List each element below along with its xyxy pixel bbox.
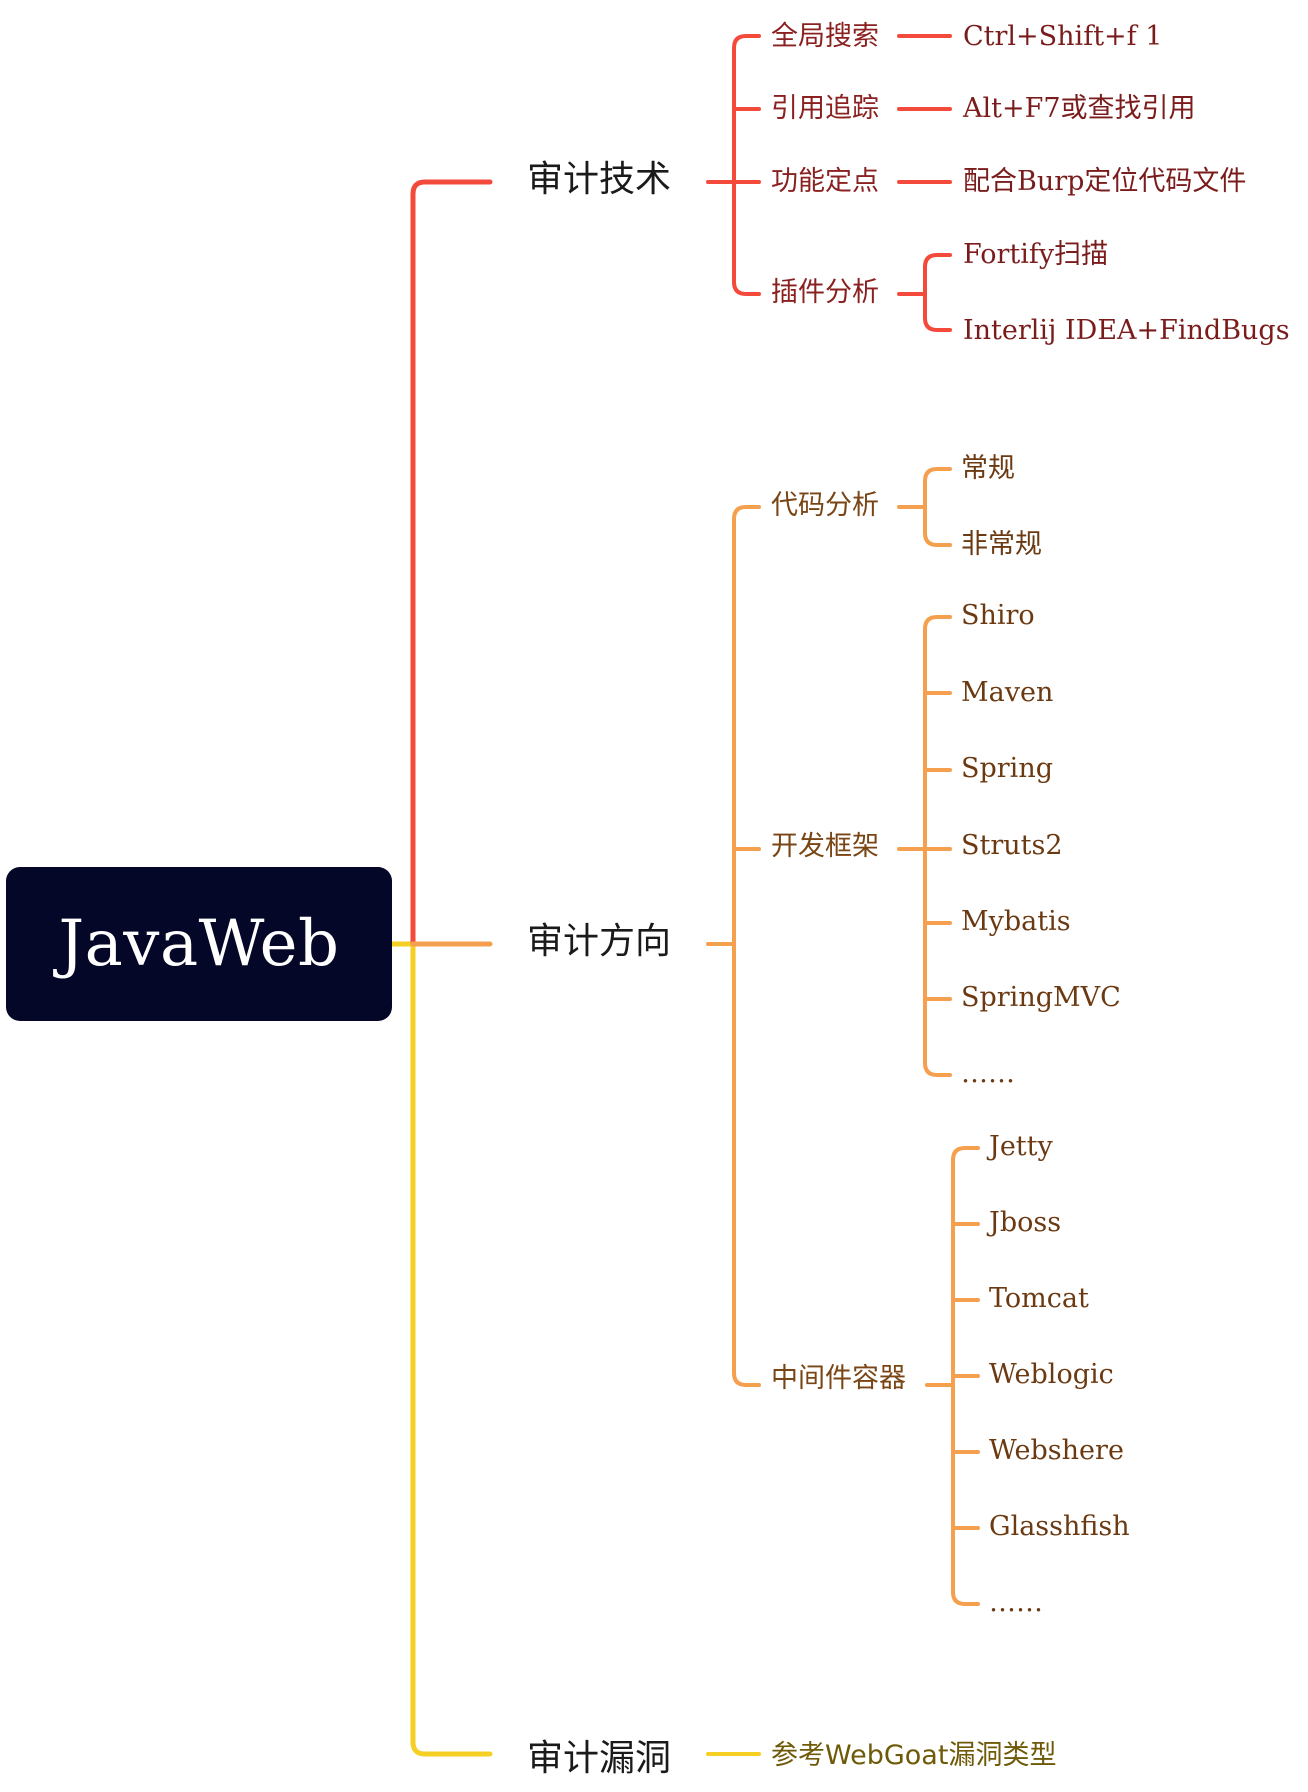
node-reference-tracking[interactable]: 引用追踪 bbox=[771, 93, 879, 124]
trunk-yellow-to-vulns bbox=[410, 1739, 493, 1757]
leaf-middleware-more[interactable]: …… bbox=[989, 1587, 1043, 1618]
root-node-label: JavaWeb bbox=[58, 907, 340, 981]
fw-to-more bbox=[923, 1061, 952, 1077]
leaf-springmvc[interactable]: SpringMVC bbox=[961, 982, 1121, 1013]
leaf-shiro[interactable]: Shiro bbox=[961, 600, 1035, 631]
leaf-jetty[interactable]: Jetty bbox=[989, 1131, 1053, 1162]
b2-to-middleware bbox=[732, 1371, 761, 1387]
node-middleware-containers[interactable]: 中间件容器 bbox=[771, 1363, 906, 1394]
leaf-idea-findbugs[interactable]: Interlij IDEA+FindBugs bbox=[963, 315, 1290, 346]
b1-to-plugin-analysis bbox=[732, 280, 761, 296]
leaf-struts2[interactable]: Struts2 bbox=[961, 830, 1063, 861]
b1-to-fortify bbox=[923, 253, 952, 269]
leaf-burp-locate[interactable]: 配合Burp定位代码文件 bbox=[963, 166, 1247, 197]
leaf-spring[interactable]: Spring bbox=[961, 753, 1053, 784]
node-code-analysis[interactable]: 代码分析 bbox=[771, 490, 879, 521]
leaf-webshere[interactable]: Webshere bbox=[989, 1435, 1124, 1466]
b1-to-global-search bbox=[732, 34, 761, 50]
fw-to-shiro bbox=[923, 615, 952, 631]
mw-to-jetty bbox=[951, 1146, 980, 1162]
leaf-fortify[interactable]: Fortify扫描 bbox=[963, 239, 1109, 270]
leaf-glasshfish[interactable]: Glasshfish bbox=[989, 1511, 1130, 1542]
code-to-unconventional bbox=[923, 531, 952, 547]
node-webgoat-vuln-types[interactable]: 参考WebGoat漏洞类型 bbox=[771, 1740, 1057, 1771]
leaf-mybatis[interactable]: Mybatis bbox=[961, 906, 1071, 937]
node-function-locating[interactable]: 功能定点 bbox=[771, 166, 879, 197]
leaf-jboss[interactable]: Jboss bbox=[989, 1207, 1062, 1238]
b1-to-idea bbox=[923, 316, 952, 332]
leaf-maven[interactable]: Maven bbox=[961, 677, 1054, 708]
branch-audit-vulnerabilities[interactable]: 审计漏洞 bbox=[527, 1738, 672, 1779]
leaf-ctrl-shift-f[interactable]: Ctrl+Shift+f 1 bbox=[963, 21, 1163, 52]
leaf-conventional[interactable]: 常规 bbox=[961, 453, 1015, 484]
leaf-weblogic[interactable]: Weblogic bbox=[989, 1359, 1114, 1390]
branch-audit-techniques[interactable]: 审计技术 bbox=[527, 159, 672, 200]
node-global-search[interactable]: 全局搜索 bbox=[771, 21, 879, 52]
code-to-conventional bbox=[923, 467, 952, 483]
root-node-box[interactable] bbox=[6, 867, 392, 1021]
leaf-alt-f7[interactable]: Alt+F7或查找引用 bbox=[963, 93, 1196, 124]
node-dev-frameworks[interactable]: 开发框架 bbox=[771, 831, 879, 862]
node-plugin-analysis[interactable]: 插件分析 bbox=[771, 277, 879, 308]
mw-to-more bbox=[951, 1590, 980, 1606]
leaf-unconventional[interactable]: 非常规 bbox=[961, 529, 1042, 560]
leaf-tomcat[interactable]: Tomcat bbox=[989, 1283, 1089, 1314]
leaf-frameworks-more[interactable]: …… bbox=[961, 1058, 1015, 1089]
branch-audit-direction[interactable]: 审计方向 bbox=[527, 921, 672, 962]
b2-to-code-analysis bbox=[732, 505, 761, 521]
trunk-red-to-techniques bbox=[410, 179, 493, 197]
